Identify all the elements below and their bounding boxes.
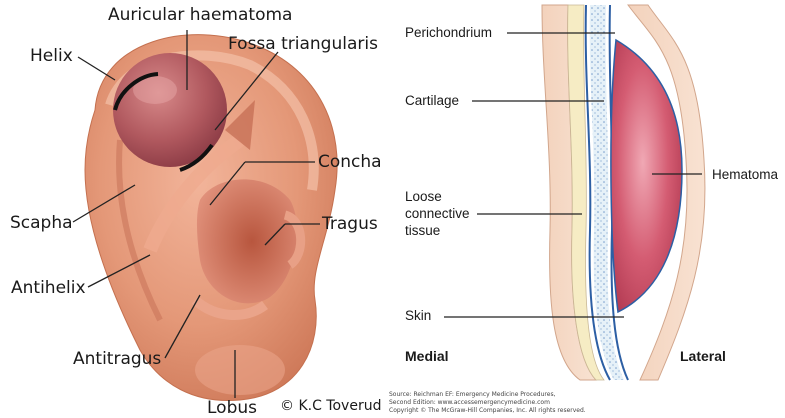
label-auricular-haematoma: Auricular haematoma <box>108 5 292 25</box>
illustration-credit: © K.C Toverud <box>280 398 381 414</box>
label-concha: Concha <box>318 152 382 172</box>
label-lobus: Lobus <box>207 398 257 418</box>
label-skin: Skin <box>405 307 431 324</box>
label-tragus: Tragus <box>322 214 378 234</box>
lobule-shade <box>195 345 285 395</box>
cross-section-panel: Perichondrium Cartilage Hematoma Loose c… <box>392 0 785 418</box>
ear-illustration-panel: Auricular haematoma Helix Fossa triangul… <box>0 0 392 418</box>
label-loose-connective-tissue: Loose connective tissue <box>405 188 470 239</box>
hematoma-shape <box>611 40 682 312</box>
label-cartilage: Cartilage <box>405 92 459 109</box>
source-citation: Source: Reichman EF: Emergency Medicine … <box>389 391 586 415</box>
label-helix: Helix <box>30 46 73 66</box>
label-perichondrium: Perichondrium <box>405 24 492 41</box>
label-antihelix: Antihelix <box>11 278 86 298</box>
label-hematoma: Hematoma <box>712 166 778 183</box>
label-fossa-triangularis: Fossa triangularis <box>228 34 378 54</box>
label-medial: Medial <box>405 348 449 364</box>
label-lateral: Lateral <box>680 348 726 364</box>
label-scapha: Scapha <box>10 213 73 233</box>
label-antitragus: Antitragus <box>73 349 161 369</box>
